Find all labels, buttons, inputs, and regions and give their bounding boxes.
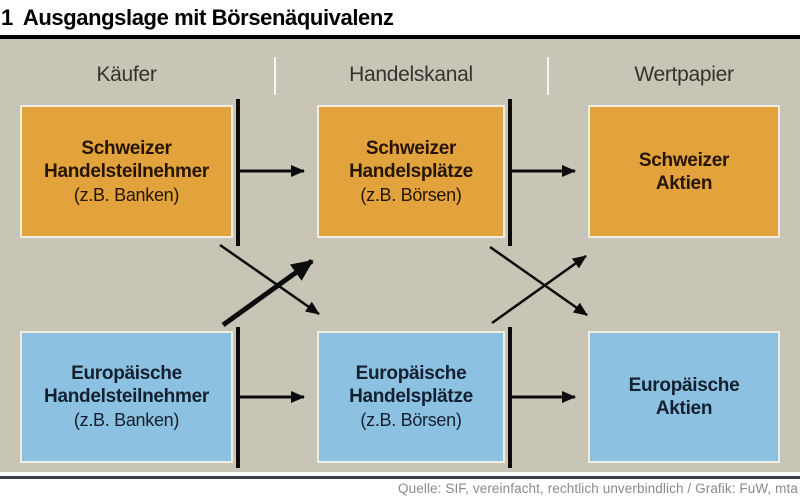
box-line: Europäische bbox=[355, 363, 467, 384]
footer-rule bbox=[0, 476, 800, 479]
box-swiss-participants: Schweizer Handelsteilnehmer (z.B. Banken… bbox=[20, 105, 233, 238]
box-subtitle: (z.B. Börsen) bbox=[360, 410, 462, 430]
box-line: Aktien bbox=[655, 172, 713, 194]
header-separator bbox=[274, 57, 276, 95]
column-header-handelskanal: Handelskanal bbox=[349, 63, 473, 86]
box-line: Aktien bbox=[655, 398, 713, 419]
box-european-shares: Europäische Aktien bbox=[588, 331, 780, 463]
box-line: Europäische bbox=[628, 375, 740, 396]
box-european-participants: Europäische Handelsteilnehmer (z.B. Bank… bbox=[20, 331, 233, 463]
figure-title: 1 Ausgangslage mit Börsenäquivalenz bbox=[1, 2, 394, 34]
figure-title-text: Ausgangslage mit Börsenäquivalenz bbox=[22, 5, 394, 30]
channel-bar-row1-col2 bbox=[508, 99, 512, 246]
box-line: Schweizer bbox=[365, 137, 457, 159]
box-swiss-shares: Schweizer Aktien bbox=[588, 105, 780, 238]
header-separator bbox=[547, 57, 549, 95]
box-line: Handelsplätze bbox=[349, 386, 473, 407]
channel-bar-row2-col1 bbox=[236, 327, 240, 468]
box-line: Handelsplätze bbox=[349, 160, 473, 182]
source-credit: Quelle: SIF, vereinfacht, rechtlich unve… bbox=[398, 481, 798, 496]
column-header-kaeufer: Käufer bbox=[96, 63, 157, 86]
channel-bar-row1-col1 bbox=[236, 99, 240, 246]
box-subtitle: (z.B. Banken) bbox=[73, 184, 180, 205]
box-european-venues: Europäische Handelsplätze (z.B. Börsen) bbox=[317, 331, 505, 463]
box-swiss-venues: Schweizer Handelsplätze (z.B. Börsen) bbox=[317, 105, 505, 238]
box-line: Handelsteilnehmer bbox=[44, 160, 209, 182]
column-header-wertpapier: Wertpapier bbox=[634, 63, 734, 86]
box-line: Handelsteilnehmer bbox=[44, 386, 209, 407]
figure-number: 1 bbox=[1, 5, 13, 30]
channel-bar-row2-col2 bbox=[508, 327, 512, 468]
box-line: Schweizer bbox=[81, 137, 172, 159]
box-subtitle: (z.B. Börsen) bbox=[360, 184, 462, 205]
box-line: Schweizer bbox=[638, 149, 730, 171]
box-line: Europäische bbox=[71, 363, 182, 384]
box-subtitle: (z.B. Banken) bbox=[73, 410, 180, 430]
title-rule bbox=[0, 35, 800, 39]
